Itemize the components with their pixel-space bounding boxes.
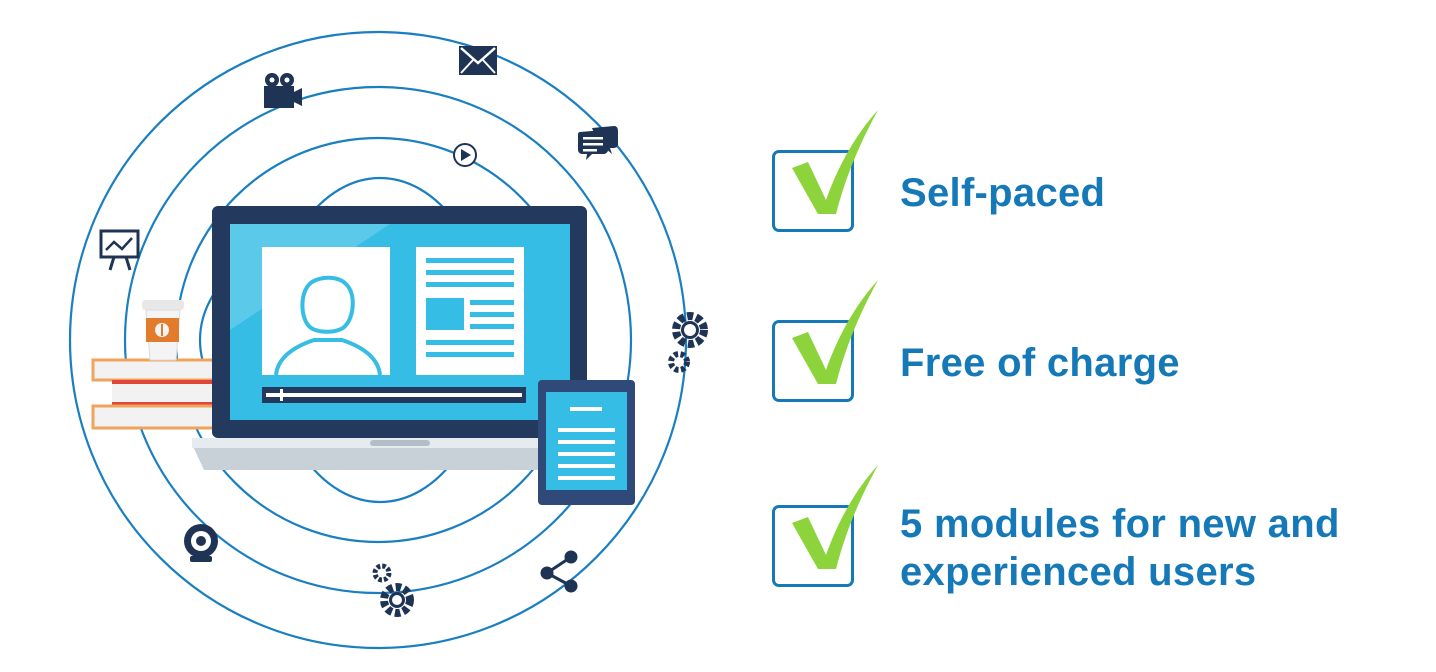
feature-label: 5 modules for new and experienced users (900, 502, 1340, 594)
envelope-icon (459, 46, 497, 75)
feature-label: Free of charge (900, 341, 1180, 385)
checkbox (772, 465, 878, 591)
feature-free-of-charge: Free of charge (772, 280, 1180, 406)
checkbox (772, 280, 878, 406)
webcam-icon (184, 524, 218, 562)
feature-label: Self-paced (900, 171, 1106, 215)
checkbox (772, 110, 878, 236)
presentation-board-icon (99, 229, 140, 271)
e-learning-illustration (68, 30, 708, 650)
chat-bubbles-icon (578, 126, 618, 160)
coffee-cup-icon (142, 300, 184, 361)
checkmark-icon (792, 465, 878, 569)
tablet-icon (538, 380, 635, 505)
feature-self-paced: Self-paced (772, 110, 1106, 236)
video-camera-icon (264, 73, 302, 108)
play-icon (453, 143, 477, 167)
checkmark-icon (792, 280, 878, 384)
laptop-icon (192, 206, 600, 470)
feature-modules: 5 modules for new and experienced users (772, 465, 1340, 596)
user-avatar-icon (274, 275, 382, 376)
orbit-ring-middle (123, 85, 633, 595)
gears-icon (668, 312, 708, 373)
share-icon (540, 550, 578, 593)
books-icon (91, 358, 225, 430)
document-icon (416, 247, 524, 375)
checkmark-icon (792, 110, 878, 214)
settings-gears-icon (372, 563, 414, 617)
